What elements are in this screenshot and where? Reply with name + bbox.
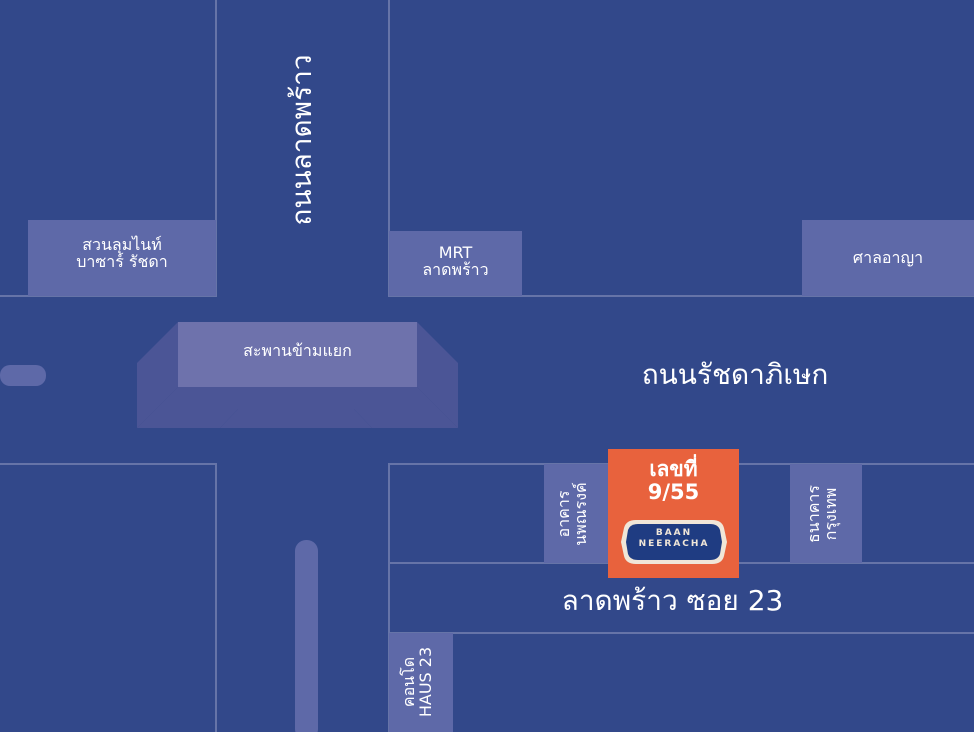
lat-phrao-road-label: ถนนลาดพร้าว — [285, 54, 318, 226]
park-block — [28, 220, 216, 296]
baan-neeracha-logo — [621, 520, 727, 564]
building-left-block — [544, 464, 608, 563]
ratchadaphisek-road-label: ถนนรัชดาภิเษก — [641, 358, 829, 391]
building-left-label: อาคารนพณรงค์ — [554, 482, 590, 546]
bank-block — [790, 464, 862, 563]
condo-block — [389, 633, 453, 732]
block-south — [388, 632, 974, 732]
road-stub-south — [295, 540, 318, 732]
flyover-bridge — [137, 322, 458, 428]
bridge-label: สะพานข้ามแยก — [243, 341, 352, 360]
block-bottom-left — [0, 463, 217, 732]
bank-label: ธนาคารกรุงเทพ — [804, 485, 840, 543]
mrt-block — [389, 231, 522, 296]
road-stub-west — [0, 365, 46, 386]
court-block — [802, 220, 974, 296]
court-label: ศาลอาญา — [852, 248, 924, 267]
park-label: สวนลุมไนท์บาซาร์ รัชดา — [76, 235, 168, 271]
target-plot-label: เลขที่9/55 — [647, 457, 700, 505]
soi-label: ลาดพร้าว ซอย 23 — [561, 584, 784, 617]
